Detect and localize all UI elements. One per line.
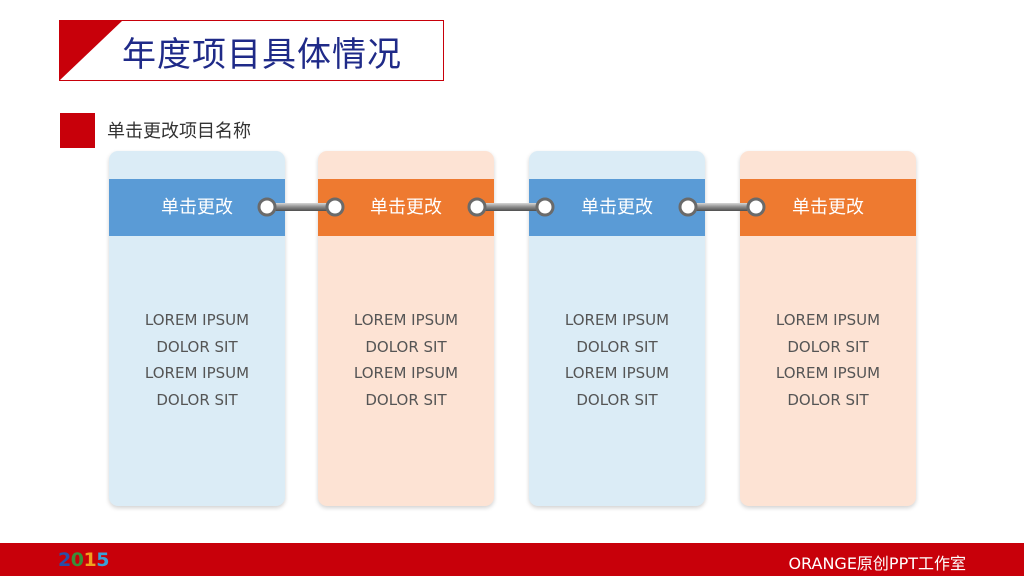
year-digit: 1 [83, 549, 97, 571]
card-header-3[interactable]: 单击更改 [529, 179, 705, 236]
card-line: DOLOR SIT [787, 337, 869, 356]
title-box: 年度项目具体情况 [59, 20, 444, 81]
page-title[interactable]: 年度项目具体情况 [122, 35, 402, 75]
card-line: DOLOR SIT [576, 390, 658, 409]
card-line: LOREM IPSUM [564, 311, 670, 329]
card-header-1[interactable]: 单击更改 [109, 179, 285, 236]
project-card-2[interactable]: 单击更改 LOREM IPSUM DOLOR SIT LOREM IPSUM D… [318, 151, 494, 506]
card-line: DOLOR SIT [365, 337, 447, 356]
subtitle-marker [60, 113, 95, 148]
year-logo: 2015 [58, 549, 109, 571]
year-digit: 0 [70, 549, 84, 571]
card-line: LOREM IPSUM [144, 311, 250, 329]
chain-connector-2 [467, 197, 555, 217]
card-line: DOLOR SIT [156, 390, 238, 409]
project-name-label[interactable]: 单击更改项目名称 [107, 121, 251, 142]
card-line: DOLOR SIT [365, 390, 447, 409]
card-body-1[interactable]: LOREM IPSUM DOLOR SIT LOREM IPSUM DOLOR … [109, 307, 285, 413]
card-body-2[interactable]: LOREM IPSUM DOLOR SIT LOREM IPSUM DOLOR … [318, 307, 494, 413]
card-line: DOLOR SIT [156, 337, 238, 356]
card-line: DOLOR SIT [576, 337, 658, 356]
year-digit: 2 [58, 549, 71, 571]
project-card-1[interactable]: 单击更改 LOREM IPSUM DOLOR SIT LOREM IPSUM D… [109, 151, 285, 506]
studio-brand: ORANGE原创PPT工作室 [788, 554, 966, 573]
project-card-3[interactable]: 单击更改 LOREM IPSUM DOLOR SIT LOREM IPSUM D… [529, 151, 705, 506]
card-body-4[interactable]: LOREM IPSUM DOLOR SIT LOREM IPSUM DOLOR … [740, 307, 916, 413]
chain-connector-3 [678, 197, 766, 217]
card-line: LOREM IPSUM [775, 364, 881, 382]
card-line: LOREM IPSUM [353, 311, 459, 329]
card-line: DOLOR SIT [787, 390, 869, 409]
footer-bar: 2015 ORANGE原创PPT工作室 [0, 543, 1024, 576]
card-body-3[interactable]: LOREM IPSUM DOLOR SIT LOREM IPSUM DOLOR … [529, 307, 705, 413]
card-line: LOREM IPSUM [564, 364, 670, 382]
card-line: LOREM IPSUM [775, 311, 881, 329]
card-header-4[interactable]: 单击更改 [740, 179, 916, 236]
title-corner-triangle [60, 21, 122, 80]
card-line: LOREM IPSUM [144, 364, 250, 382]
project-card-4[interactable]: 单击更改 LOREM IPSUM DOLOR SIT LOREM IPSUM D… [740, 151, 916, 506]
chain-connector-1 [257, 197, 345, 217]
card-header-2[interactable]: 单击更改 [318, 179, 494, 236]
card-line: LOREM IPSUM [353, 364, 459, 382]
year-digit: 5 [96, 549, 109, 571]
